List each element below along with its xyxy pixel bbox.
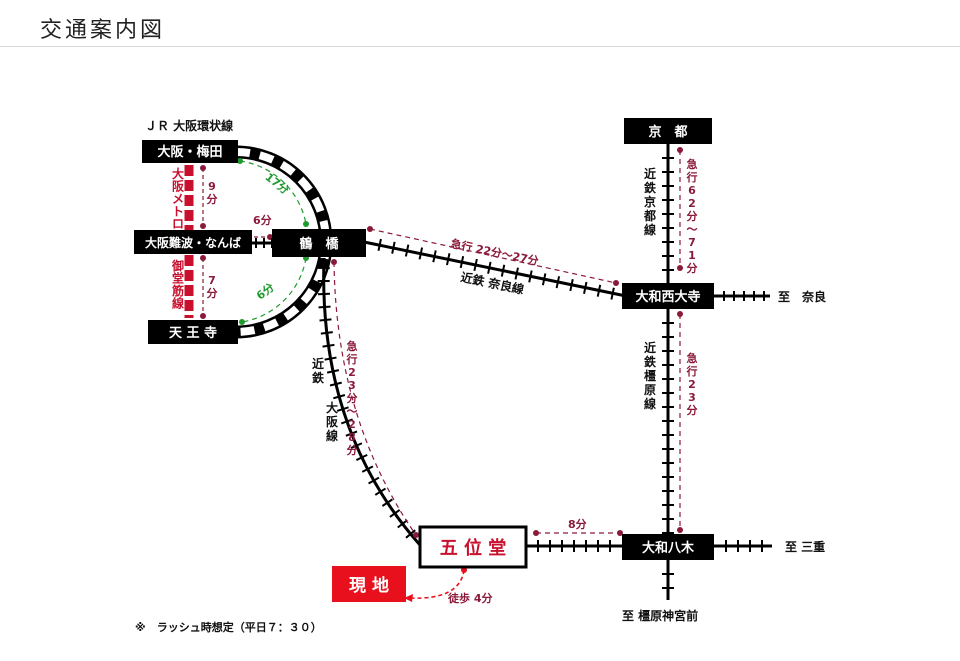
kyoto-line-label: 近鉄京都線 (643, 166, 656, 237)
station-kyoto: 京 都 (624, 118, 712, 144)
svg-text:大阪難波・なんば: 大阪難波・なんば (145, 235, 241, 250)
nara-time-line (369, 228, 617, 284)
kintetsu-osaka-line (317, 257, 422, 546)
title-divider (0, 46, 960, 47)
svg-text:大阪メトロ: 大阪メトロ (172, 166, 185, 231)
svg-text:9分: 9分 (207, 180, 218, 206)
osaka-line-label: 近鉄大阪線 (312, 356, 339, 443)
svg-text:現 地: 現 地 (349, 575, 389, 596)
time-namba-tsuruhashi: 6分 (253, 213, 272, 227)
walk-path (409, 569, 465, 599)
destination-nara: 至 奈良 (778, 289, 826, 304)
time-goido-yagi: 8分 (568, 517, 587, 531)
jr-time-arcs (237, 158, 309, 325)
station-goido: 五 位 堂 (418, 525, 528, 569)
svg-text:鶴 橋: 鶴 橋 (299, 236, 339, 252)
svg-text:近鉄京都線: 近鉄京都線 (643, 166, 656, 237)
time-tennoji-tsuruhashi: 6分 (253, 280, 276, 303)
svg-text:天 王 寺: 天 王 寺 (169, 325, 217, 341)
midosuji-label: 御堂筋線 (171, 258, 184, 311)
time-walk: 徒歩 4分 (447, 591, 492, 605)
metro-label: 大阪メトロ (172, 166, 185, 231)
svg-text:大和八木: 大和八木 (642, 540, 695, 556)
svg-text:大和西大寺: 大和西大寺 (635, 289, 700, 305)
station-yamato-saidaiji: 大和西大寺 (622, 283, 714, 309)
kintetsu-kyoto-kashihara-line (662, 144, 674, 600)
rush-hour-note: ※ ラッシュ時想定（平日７：３０） (135, 620, 322, 634)
station-tsuruhashi: 鶴 橋 (272, 229, 366, 257)
svg-text:7分: 7分 (207, 274, 218, 300)
track-to-nara (712, 291, 770, 301)
station-namba: 大阪難波・なんば (134, 230, 252, 254)
osaka-time-line (333, 261, 417, 536)
svg-text:近鉄大阪線: 近鉄大阪線 (312, 356, 339, 443)
svg-text:近鉄橿原線: 近鉄橿原線 (644, 340, 656, 411)
destination-kashihara: 至 橿原神宮前 (622, 608, 698, 623)
destination-mie: 至 三重 (785, 539, 825, 554)
svg-text:御堂筋線: 御堂筋線 (171, 258, 184, 311)
station-umeda: 大阪・梅田 (142, 140, 238, 163)
jr-loop-label: ＪＲ 大阪環状線 (145, 118, 233, 133)
station-tennoji: 天 王 寺 (148, 320, 238, 344)
svg-text:京 都: 京 都 (648, 124, 687, 140)
svg-text:五 位 堂: 五 位 堂 (440, 537, 507, 559)
page-title: 交通案内図 (40, 18, 166, 43)
kintetsu-nara-line (363, 238, 627, 300)
station-yamato-yagi: 大和八木 (622, 534, 714, 560)
kashihara-line-label: 近鉄橿原線 (644, 340, 656, 411)
current-location: 現 地 (332, 566, 406, 602)
svg-text:大阪・梅田: 大阪・梅田 (157, 144, 222, 160)
